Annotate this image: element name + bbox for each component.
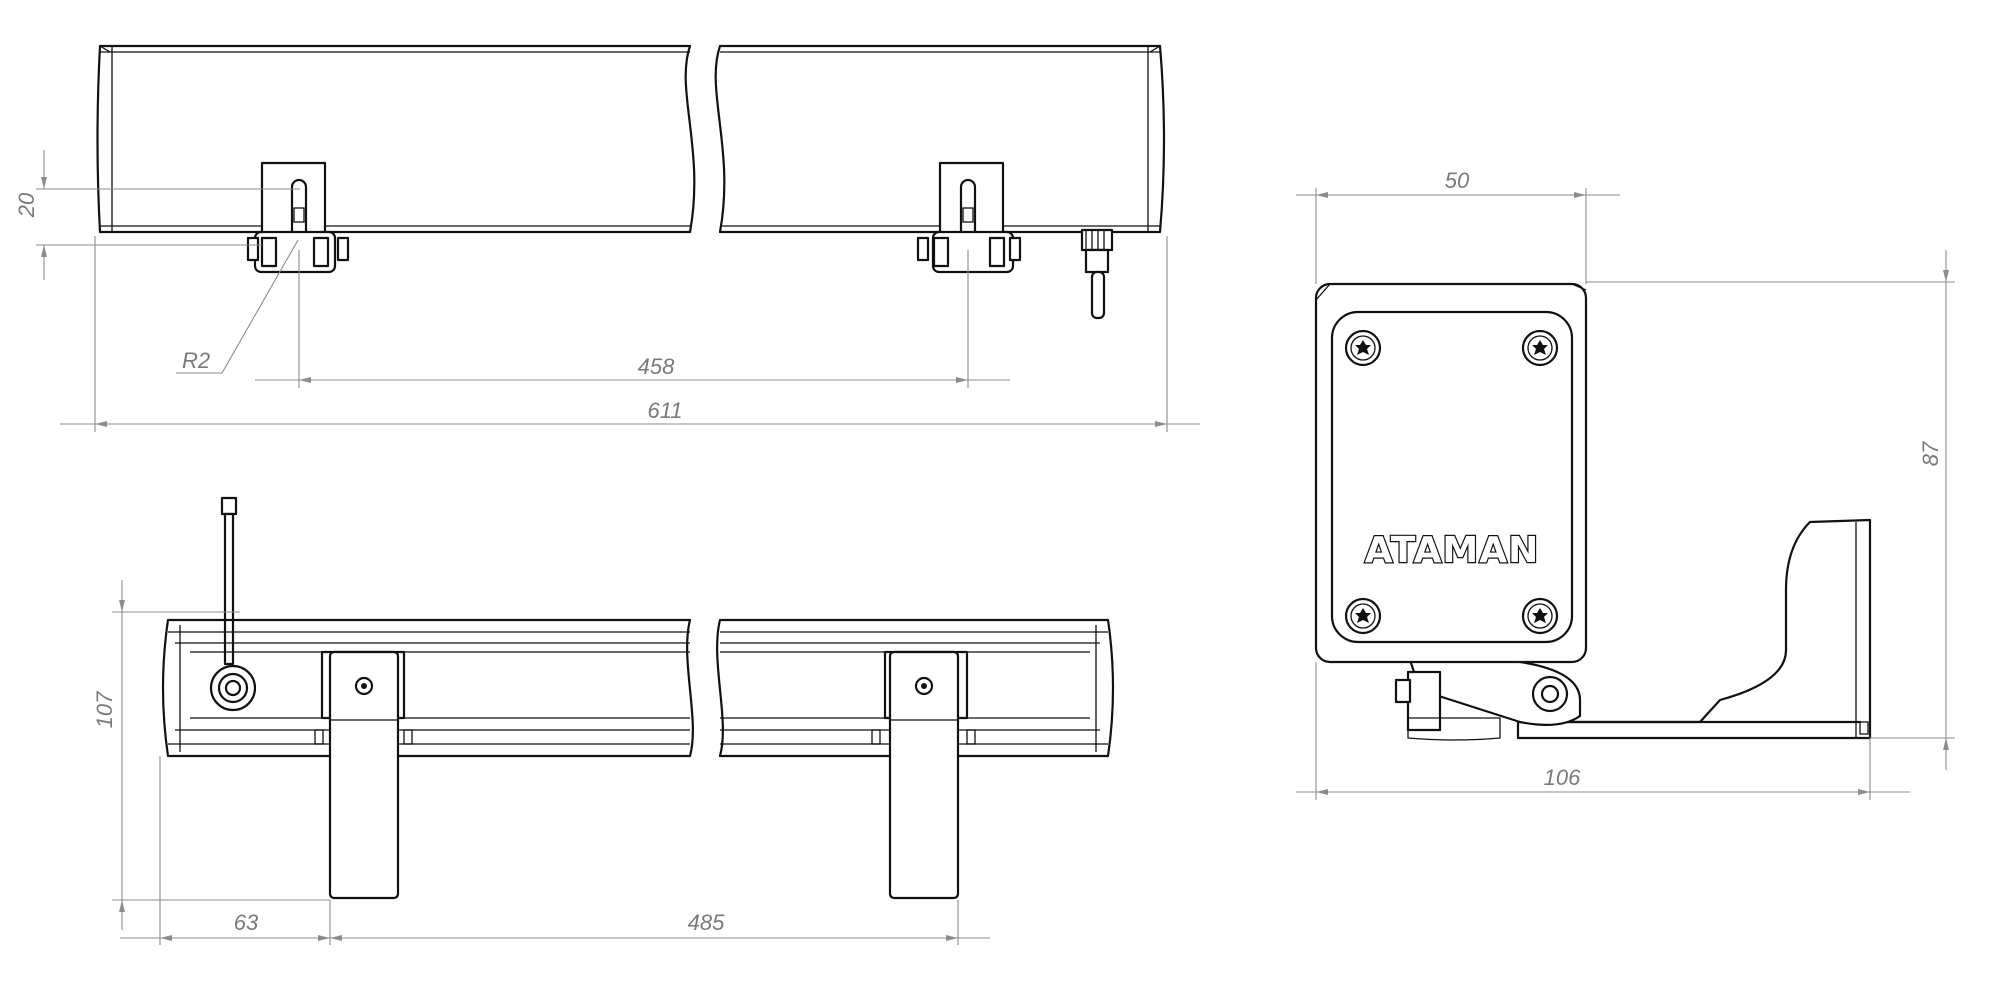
dim-r2-label: R2	[182, 348, 210, 373]
dim-87-label: 87	[1918, 441, 1943, 466]
cable-gland	[1080, 228, 1114, 320]
front-view: 107 63 485	[92, 496, 1115, 945]
front-bracket-right	[888, 650, 960, 900]
screw-top-left	[1344, 329, 1382, 367]
dim-20-label: 20	[14, 192, 39, 218]
brand-logo: ATAMAN	[1365, 530, 1540, 571]
screw-top-right	[1521, 329, 1559, 367]
top-view: 20 R2 458 611	[14, 44, 1200, 432]
dim-611-label: 611	[647, 398, 682, 423]
dim-50-label: 50	[1445, 168, 1470, 193]
dim-106-label: 106	[1544, 765, 1581, 790]
screw-bottom-right	[1521, 597, 1559, 635]
side-view: ATAMAN 50 87 106	[1296, 168, 1955, 800]
antenna	[220, 496, 238, 666]
dim-107-label: 107	[92, 691, 117, 728]
housing: ATAMAN	[1314, 282, 1588, 664]
mount-bracket-left	[246, 161, 350, 274]
mount-bracket-right	[916, 161, 1022, 274]
screw-bottom-left	[1344, 597, 1382, 635]
dim-458-label: 458	[638, 354, 675, 379]
front-bracket-left	[328, 650, 400, 900]
dim-485-label: 485	[688, 910, 725, 935]
dim-63-label: 63	[234, 910, 259, 935]
